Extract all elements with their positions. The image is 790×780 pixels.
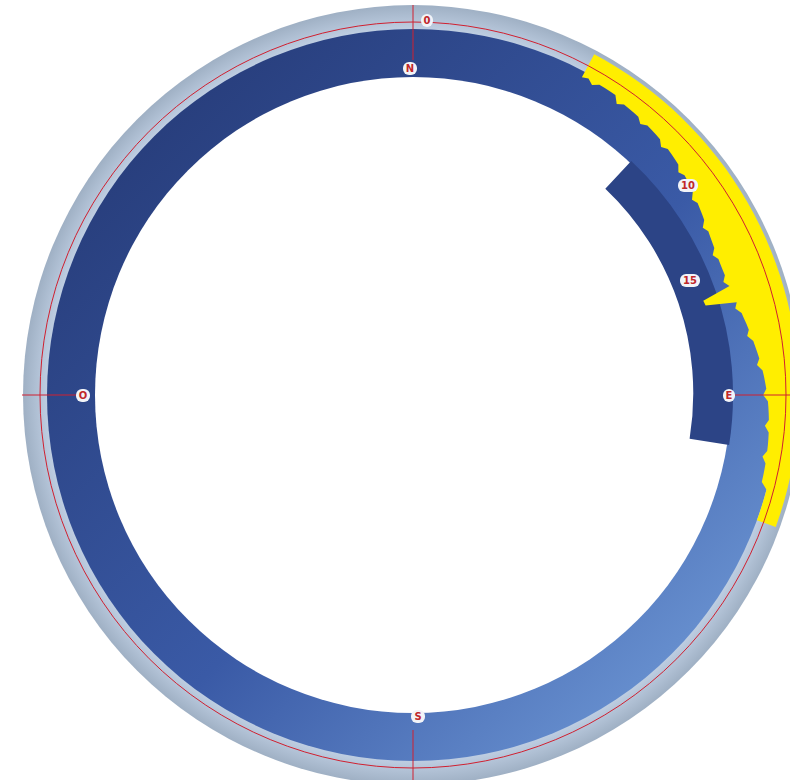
direction-label: N bbox=[403, 62, 417, 75]
direction-label: E bbox=[723, 389, 736, 402]
direction-label: 10 bbox=[678, 179, 698, 192]
horizon-circle bbox=[40, 22, 786, 768]
direction-label: 0 bbox=[421, 14, 434, 27]
compass-ticks bbox=[22, 5, 790, 780]
direction-label: 15 bbox=[680, 274, 700, 287]
direction-label: O bbox=[76, 389, 91, 402]
direction-label: S bbox=[411, 710, 424, 723]
horizon-mask bbox=[582, 54, 790, 527]
outer-rim bbox=[23, 5, 790, 780]
